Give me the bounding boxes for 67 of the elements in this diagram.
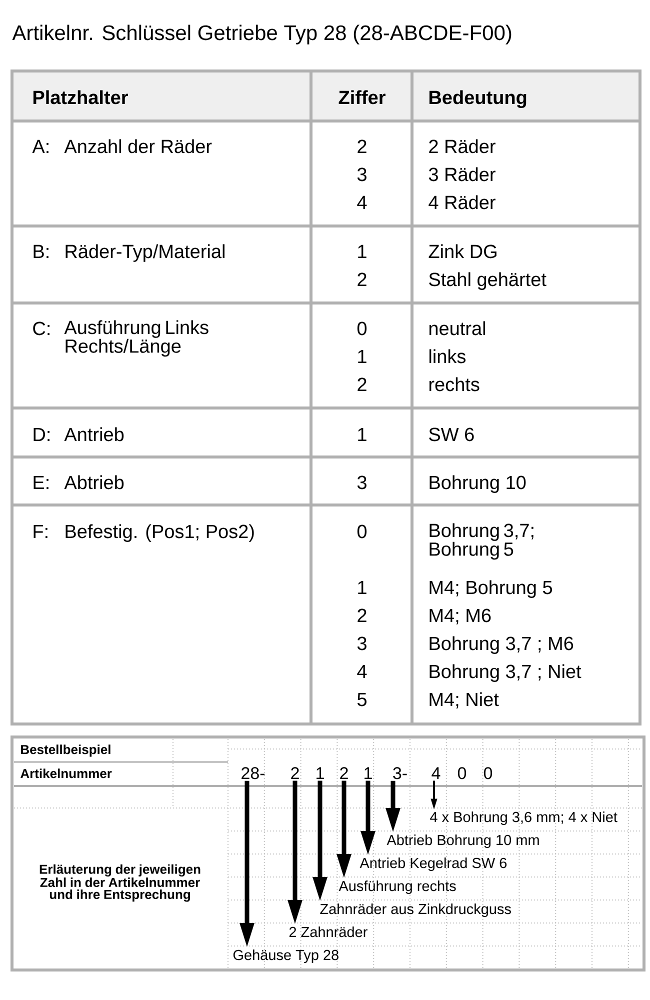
row-heading: Artikelnummer bbox=[20, 768, 112, 778]
explanation-note: Erläuterung der jeweiligen Zahl in der Artikelnummer und ihre Entsprechung bbox=[40, 864, 200, 902]
explanation-text: Antrieb Kegelrad SW 6 bbox=[360, 858, 507, 872]
row-heading: Bestellbeispiel bbox=[21, 744, 110, 757]
placeholder-letter: C: bbox=[33, 322, 50, 336]
article-digit: 2 bbox=[291, 767, 299, 779]
digit: 2 bbox=[358, 272, 366, 286]
placeholder-description: Antrieb bbox=[64, 427, 124, 442]
meaning-text: 3 Räder bbox=[428, 167, 496, 182]
digit: 4 bbox=[357, 196, 367, 209]
explanation-text: Zahnräder aus Zinkdruckguss bbox=[320, 904, 511, 918]
column-header: Platzhalter bbox=[33, 90, 128, 104]
meaning-text: SW 6 bbox=[429, 428, 474, 442]
explanation-text: 4 x Bohrung 3,6 mm; 4 x Niet bbox=[430, 812, 618, 826]
article-digit: 4 bbox=[432, 767, 440, 779]
meaning-text: Zink DG bbox=[428, 244, 496, 258]
meaning-text: M4; M6 bbox=[430, 608, 491, 624]
digit: 3 bbox=[357, 168, 366, 182]
article-digit: 1 bbox=[316, 767, 324, 779]
digit: 3 bbox=[357, 476, 366, 490]
placeholder-letter: B: bbox=[34, 244, 48, 258]
placeholder-description: Befestig. (Pos1; Pos2) bbox=[66, 524, 254, 542]
meaning-text: 4 Räder bbox=[428, 195, 496, 210]
placeholder-letter: A: bbox=[32, 140, 48, 153]
meaning-text: 2 Räder bbox=[429, 139, 496, 154]
meaning-text: links bbox=[430, 349, 466, 364]
digit: 2 bbox=[358, 608, 366, 622]
explanation-text: Ausführung rechts bbox=[338, 880, 456, 894]
article-digit: 3- bbox=[393, 767, 407, 780]
column-header: Bedeutung bbox=[429, 90, 526, 108]
column-header: Ziffer bbox=[338, 90, 386, 104]
article-digit: 2 bbox=[340, 767, 348, 779]
digit: 1 bbox=[358, 428, 366, 441]
placeholder-letter: F: bbox=[34, 524, 48, 538]
meaning-text: rechts bbox=[429, 377, 480, 392]
placeholder-description: Räder-Typ/Material bbox=[66, 244, 224, 262]
digit: 1 bbox=[358, 350, 366, 363]
explanation-text: Abtrieb Bohrung 10 mm bbox=[386, 834, 539, 848]
article-digit: 1 bbox=[364, 767, 372, 779]
placeholder-description: Abtrieb bbox=[64, 475, 124, 490]
article-digit: 28- bbox=[242, 767, 265, 780]
placeholder-letter: D: bbox=[34, 428, 50, 441]
meaning-text: Stahl gehärtet bbox=[429, 272, 546, 290]
explanation-text: 2 Zahnräder bbox=[289, 926, 368, 938]
explanation-text: Gehäuse Typ 28 bbox=[233, 950, 338, 964]
digit: 5 bbox=[357, 692, 366, 706]
digit: 2 bbox=[358, 140, 366, 153]
title: Artikelnr. Schlüssel Getriebe Typ 28 (28-ABCDE-F00) bbox=[12, 24, 512, 44]
digit: 0 bbox=[357, 322, 367, 336]
meaning-text: M4; Bohrung 5 bbox=[430, 580, 552, 598]
article-digit: 0 bbox=[484, 767, 492, 780]
meaning-text: Bohrung 10 bbox=[430, 475, 526, 493]
digit: 0 bbox=[357, 524, 367, 538]
digit: 1 bbox=[358, 244, 366, 258]
meaning-text: Bohrung 3,7; Bohrung 5 bbox=[430, 523, 534, 560]
article-digit: 0 bbox=[458, 767, 466, 780]
digit: 3 bbox=[357, 636, 366, 650]
digit: 2 bbox=[358, 378, 366, 391]
placeholder-description: Ausführung Links Rechts/Länge bbox=[64, 320, 208, 357]
meaning-text: M4; Niet bbox=[430, 692, 499, 708]
digit: 1 bbox=[358, 580, 366, 594]
meaning-text: neutral bbox=[429, 321, 486, 336]
meaning-text: Bohrung 3,7 ; Niet bbox=[430, 664, 582, 682]
placeholder-description: Anzahl der Räder bbox=[64, 139, 212, 154]
digit: 4 bbox=[357, 664, 367, 678]
placeholder-letter: E: bbox=[34, 476, 48, 489]
meaning-text: Bohrung 3,7 ; M6 bbox=[430, 636, 574, 654]
